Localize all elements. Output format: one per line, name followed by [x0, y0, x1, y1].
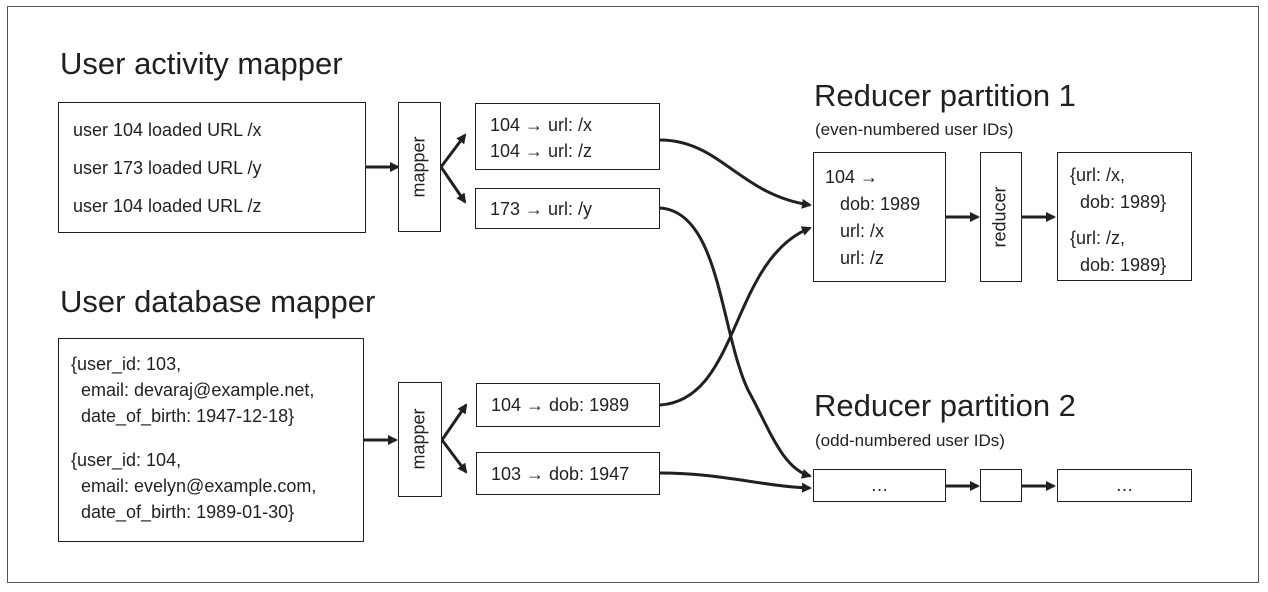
output-line: 173 → url: /y: [490, 199, 593, 219]
reducer-input-line: url: /x: [825, 221, 885, 241]
database-output-104: 104 → dob: 1989: [476, 383, 660, 427]
reducer1-reducer-box: reducer: [980, 152, 1022, 282]
reducer-input-line: 104 →: [825, 167, 879, 187]
curve-dob1989-to-reducer1: [659, 226, 812, 407]
reducer-output-line: {url: /x,: [1070, 165, 1126, 185]
reducer-output-line: {url: /z,: [1070, 228, 1126, 248]
database-mapper-label: mapper: [408, 408, 429, 470]
activity-line: user 104 loaded URL /z: [73, 196, 262, 216]
reducer1-input-box: 104 → dob: 1989 url: /x url: /z: [813, 152, 946, 282]
ellipsis-text: …: [1115, 475, 1134, 495]
activity-heading: User activity mapper: [60, 46, 343, 81]
curve-url-to-reducer1: [659, 138, 812, 209]
record-line: date_of_birth: 1947-12-18}: [71, 406, 295, 426]
reducer2-heading: Reducer partition 2: [814, 388, 1076, 423]
reducer1-subtitle: (even-numbered user IDs): [815, 120, 1014, 139]
activity-line: user 104 loaded URL /x: [73, 120, 262, 140]
output-line: 104 → url: /z: [490, 141, 593, 161]
reducer-label: reducer: [989, 186, 1010, 248]
reducer2-reducer-box: [980, 469, 1022, 502]
record-line: {user_id: 104,: [71, 450, 182, 470]
record-line: email: devaraj@example.net,: [71, 380, 315, 400]
output-line: 104 → dob: 1989: [491, 395, 630, 415]
record-line: date_of_birth: 1989-01-30}: [71, 502, 295, 522]
database-records-box: {user_id: 103, email: devaraj@example.ne…: [58, 338, 364, 542]
reducer-output-line: dob: 1989}: [1070, 192, 1167, 212]
database-heading: User database mapper: [60, 284, 376, 319]
activity-line: user 173 loaded URL /y: [73, 158, 262, 178]
arrow-mapper2-to-out1: [440, 403, 468, 441]
activity-mapper-box: mapper: [398, 102, 441, 232]
reducer2-output-box: …: [1057, 469, 1192, 502]
curve-dob1947-to-reducer2: [659, 471, 812, 493]
database-output-103: 103 → dob: 1947: [476, 452, 660, 495]
curve-url-y-to-reducer2: [659, 206, 812, 479]
reducer1-output-box: {url: /x, dob: 1989} {url: /z, dob: 1989…: [1057, 152, 1192, 281]
output-line: 104 → url: /x: [490, 115, 593, 135]
record-line: email: evelyn@example.com,: [71, 476, 317, 496]
reducer2-input-box: …: [813, 469, 946, 502]
record-line: {user_id: 103,: [71, 354, 182, 374]
database-mapper-box: mapper: [398, 382, 442, 497]
reducer1-heading: Reducer partition 1: [814, 78, 1076, 113]
reducer2-subtitle: (odd-numbered user IDs): [815, 431, 1005, 450]
activity-output-173: 173 → url: /y: [475, 188, 660, 229]
arrow-mapper1-to-out2: [439, 166, 467, 204]
activity-output-104: 104 → url: /x 104 → url: /z: [475, 103, 660, 170]
activity-log-box: user 104 loaded URL /x user 173 loaded U…: [58, 102, 366, 233]
activity-mapper-label: mapper: [408, 136, 429, 198]
reducer-input-line: dob: 1989: [825, 194, 921, 214]
output-line: 103 → dob: 1947: [491, 464, 630, 484]
ellipsis-text: …: [870, 475, 889, 495]
reducer-input-line: url: /z: [825, 248, 885, 268]
arrow-mapper2-to-out2: [440, 439, 468, 474]
reducer-output-line: dob: 1989}: [1070, 255, 1167, 275]
arrow-mapper1-to-out1: [439, 133, 467, 168]
diagram-frame: [7, 6, 1259, 583]
